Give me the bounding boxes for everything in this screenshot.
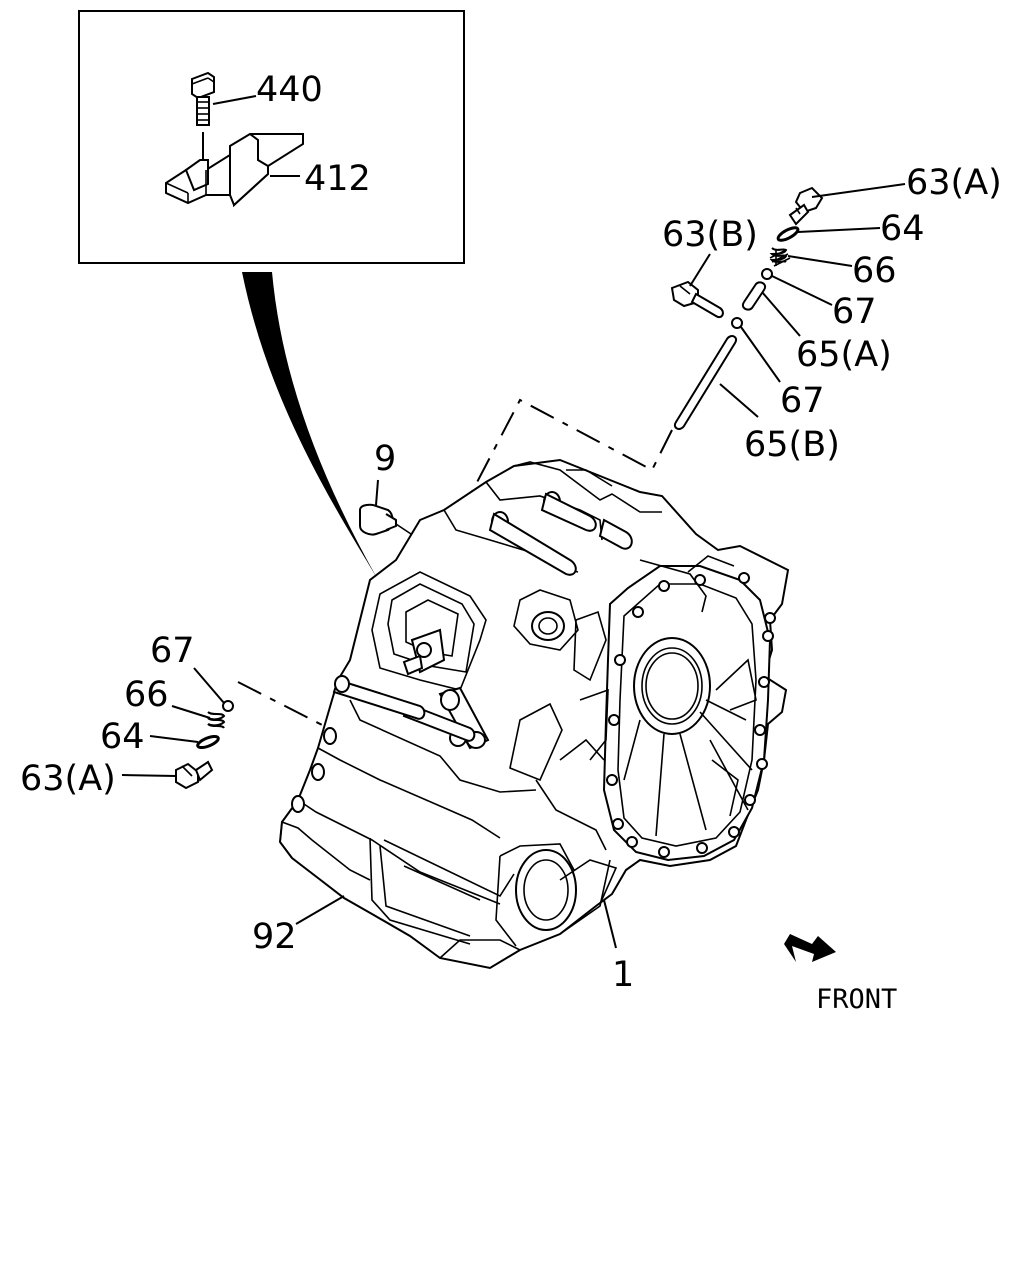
output-bore [495,843,577,947]
ball-67-mid [731,317,743,329]
detail-inset: 440 412 [78,10,465,264]
label-67-left: 67 [150,631,195,671]
casting-top-details [443,461,735,613]
label-65a: 65(A) [796,335,892,375]
label-64-top: 64 [880,209,925,249]
spring-66-top [769,247,791,267]
front-direction-indicator: FRONT [784,934,897,1015]
ball-67-left [222,700,234,712]
leader-92 [295,895,345,925]
detail-pointer-arrow [242,272,377,578]
leader-1 [603,899,617,949]
front-arrow-icon [784,934,836,962]
pin-65b [674,335,737,430]
label-67-mid: 67 [780,381,825,421]
side-window-frame [371,571,579,691]
leader-65b [719,383,759,418]
left-valve-parts: 67 66 64 63(A) [20,631,234,799]
leader-9 [375,479,379,506]
leader-440 [212,95,257,105]
leader-64-top [797,227,881,233]
ball-67-top [761,268,773,280]
oring-64-left [196,734,220,750]
bolt-440 [191,71,215,170]
label-66-left: 66 [124,675,169,715]
casting-lower-details [279,610,618,959]
spring-66-left [207,711,226,729]
shift-lever-assembly [332,628,490,750]
bolt-63b [670,280,724,318]
bolt-63a-top [788,186,824,226]
label-412: 412 [304,159,371,199]
label-66-top: 66 [852,251,897,291]
flange-bolt-holes [606,572,776,858]
front-label: FRONT [816,984,897,1015]
leader-65a [761,291,801,337]
label-92: 92 [252,917,297,957]
bolt-63a-left [175,760,214,790]
oring-64-top [776,226,800,242]
bracket-412 [165,133,304,208]
label-63a-left: 63(A) [20,759,116,799]
leader-67-left [193,667,225,704]
label-63a-top: 63(A) [906,163,1002,203]
label-65b: 65(B) [744,425,840,465]
label-9: 9 [374,439,396,479]
top-right-valve-parts: 63(A) 64 66 67 63(B) 65(A) 67 65(B) [662,163,1002,465]
label-64-left: 64 [100,717,145,757]
label-67-top: 67 [832,292,877,332]
leader-67-top [771,275,833,306]
bearing-bore [633,637,711,735]
label-63b: 63(B) [662,215,758,255]
leader-63b [689,253,711,287]
housing-ribs [623,658,757,837]
leader-66-top [787,255,853,267]
leader-64-left [149,735,199,743]
label-440: 440 [256,70,323,110]
leader-66-left [171,705,211,719]
leader-63a-top [811,183,906,198]
leader-63a-left [121,774,177,777]
pin-65a [742,281,766,311]
assembly-line-top [451,398,673,531]
transmission-housing-1: 92 1 [252,458,790,995]
label-1: 1 [612,955,634,995]
leader-67-mid [740,326,781,383]
